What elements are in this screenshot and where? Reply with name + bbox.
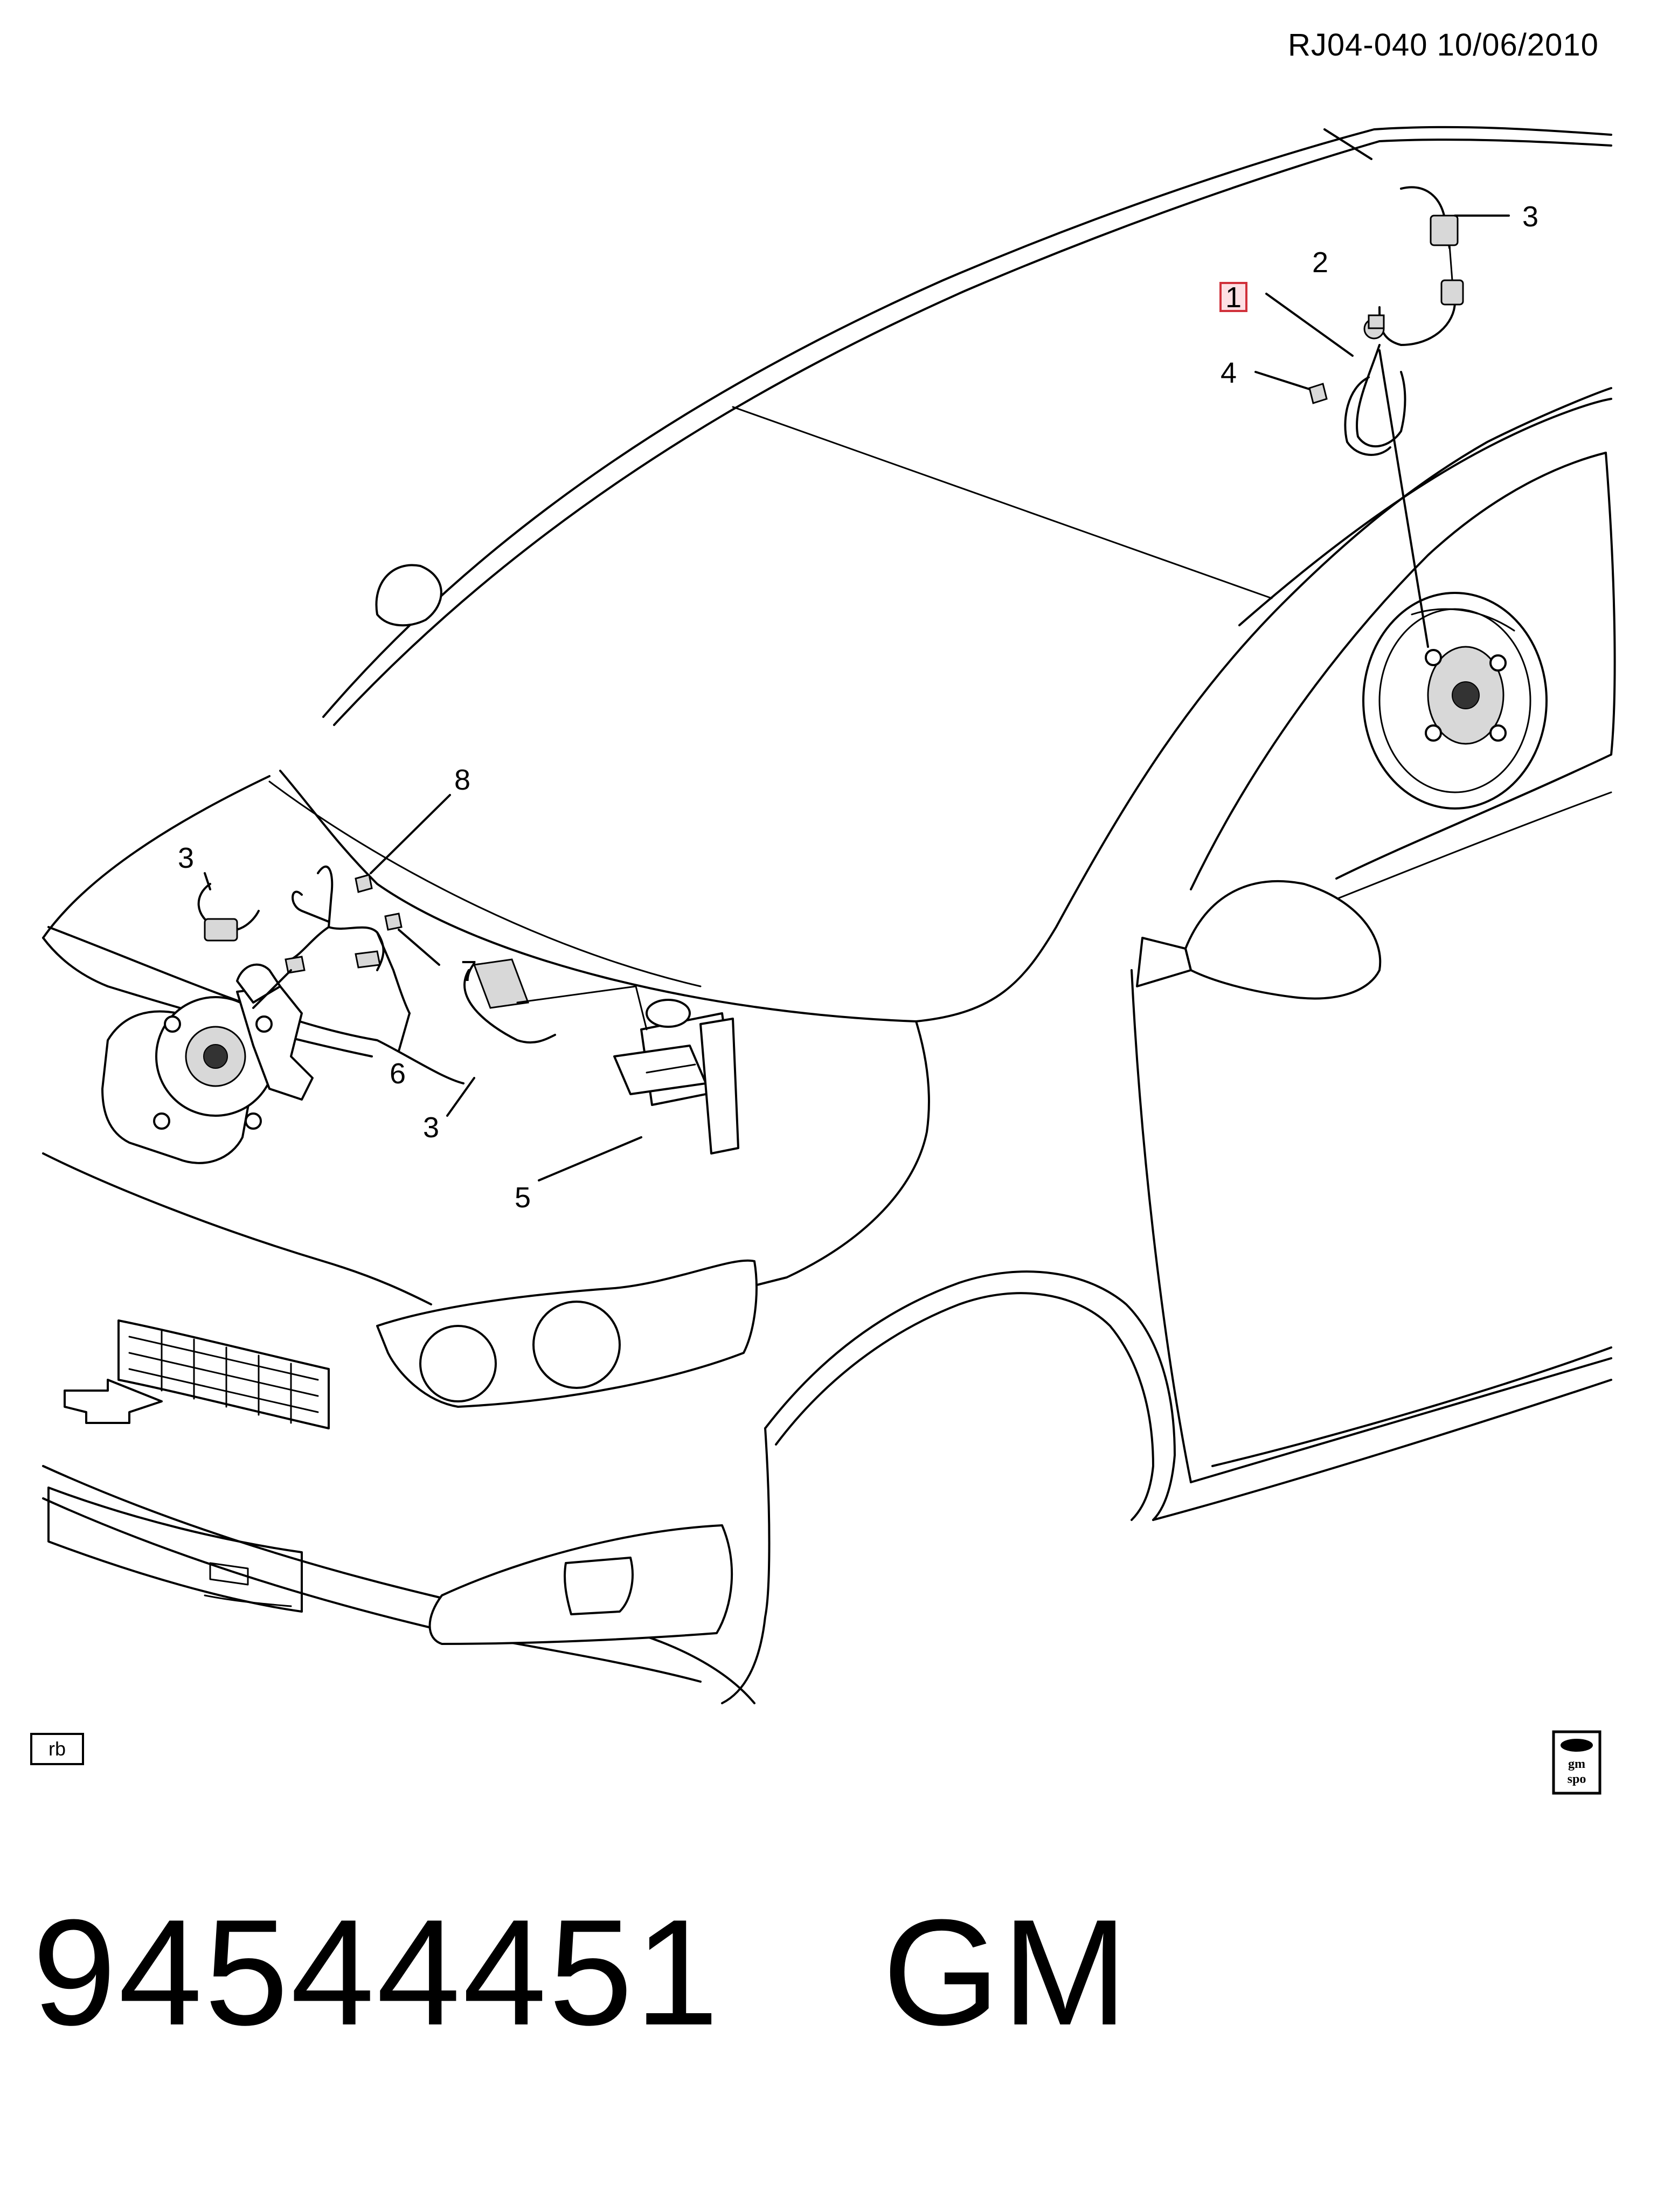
leader-lines bbox=[204, 128, 1510, 1181]
callout-8: 8 bbox=[454, 764, 470, 796]
grille bbox=[47, 1319, 330, 1613]
bolt-part-2 bbox=[1368, 314, 1385, 329]
part-number: 94544451 bbox=[32, 1889, 721, 2057]
callout-5: 5 bbox=[515, 1181, 531, 1214]
callout-6: 6 bbox=[390, 1057, 406, 1090]
svg-text:spo: spo bbox=[1568, 1772, 1586, 1786]
front-brake-knuckle bbox=[101, 963, 314, 1164]
abs-connector-part-3 bbox=[463, 958, 648, 1044]
front-wheel-speed-sensor-harness bbox=[197, 865, 411, 1014]
callout-1: 1 bbox=[1225, 281, 1242, 314]
gm-spo-logo: gm spo bbox=[1552, 1730, 1601, 1795]
callout-3-top: 3 bbox=[1522, 201, 1538, 233]
clip-part-8 bbox=[355, 874, 373, 893]
callout-7: 7 bbox=[461, 955, 477, 987]
clip-part-4 bbox=[1308, 383, 1328, 404]
rear-brake-assembly bbox=[1362, 592, 1548, 810]
grommet-part-7 bbox=[384, 913, 403, 931]
callout-4: 4 bbox=[1221, 357, 1237, 389]
callout-1-highlight bbox=[1219, 282, 1247, 312]
svg-text:gm: gm bbox=[1568, 1757, 1585, 1771]
abs-module bbox=[613, 999, 739, 1155]
rear-wheel-speed-sensor-harness bbox=[1308, 186, 1464, 648]
view-tag: rb bbox=[30, 1733, 84, 1765]
drawing-code: RJ04-040 10/06/2010 bbox=[1288, 27, 1599, 63]
callouts: 1 2 3 4 8 3 7 6 3 5 bbox=[178, 201, 1538, 1214]
bowtie-logo bbox=[64, 1379, 163, 1424]
car-body bbox=[42, 126, 1616, 1704]
callout-3-bottom: 3 bbox=[423, 1111, 439, 1144]
callout-3-left: 3 bbox=[178, 842, 194, 874]
callout-2: 2 bbox=[1312, 246, 1328, 279]
brand-label: GM bbox=[882, 1889, 1130, 2057]
